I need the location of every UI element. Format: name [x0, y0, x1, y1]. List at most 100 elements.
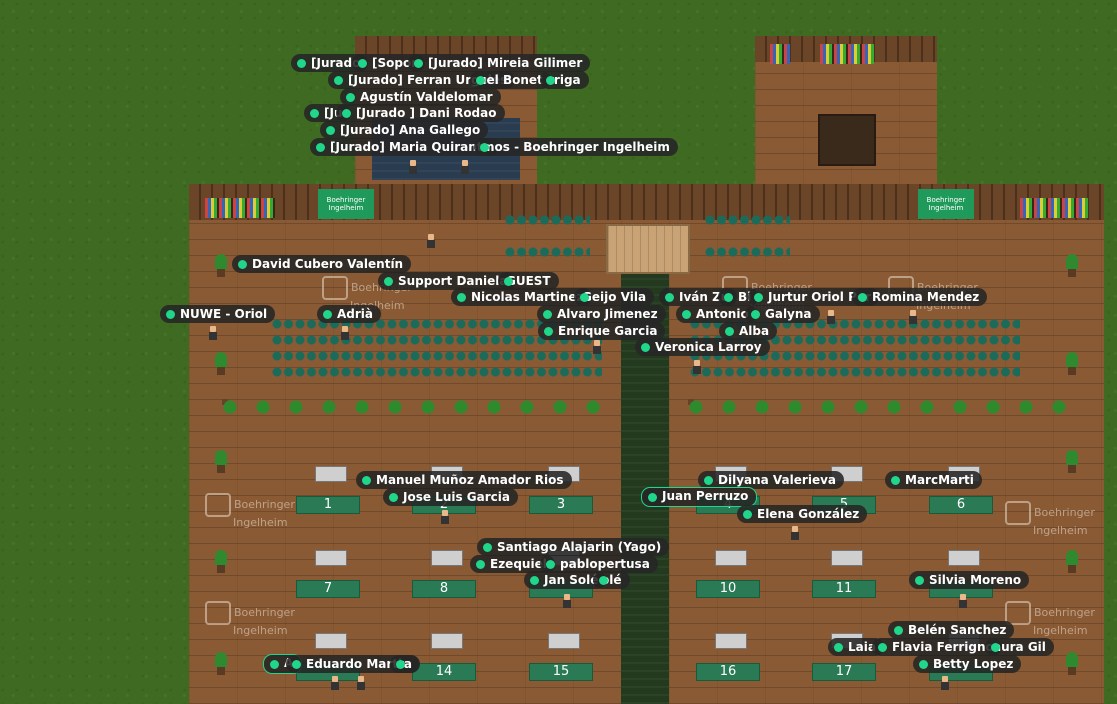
player-name-tag[interactable]: Eduardo Martin: [286, 655, 419, 673]
player-name-tag[interactable]: Laia: [828, 638, 884, 656]
player-name-tag[interactable]: [Jurado] Ana Gallego: [320, 121, 489, 139]
player-name-tag[interactable]: Jan Solé: [524, 571, 607, 589]
player-avatar[interactable]: [426, 234, 436, 248]
audience-seat-row: [272, 350, 602, 361]
table-16[interactable]: 16: [696, 663, 760, 681]
player-name-tag[interactable]: Support Daniela: [378, 272, 516, 290]
player-name-tag[interactable]: [Sopor: [352, 54, 426, 72]
front-seat-row: [705, 246, 790, 257]
stage: [606, 224, 690, 274]
player-name-tag[interactable]: [Jurado ] Dani Rodao: [336, 104, 505, 122]
player-avatar[interactable]: [460, 160, 470, 174]
computer-desk: [431, 633, 463, 649]
computer-desk: [948, 550, 980, 566]
player-avatar[interactable]: [826, 310, 836, 324]
player-avatar[interactable]: [330, 676, 340, 690]
player-avatar[interactable]: [592, 340, 602, 354]
player-name-tag[interactable]: uel Bonet: [470, 71, 551, 89]
potted-plant: [1065, 254, 1079, 278]
player-name-tag[interactable]: Elena González: [737, 505, 868, 523]
player-name-tag[interactable]: Silvia Moreno: [909, 571, 1030, 589]
player-name-tag[interactable]: pablopertusa: [540, 555, 658, 573]
player-avatar[interactable]: [790, 526, 800, 540]
player-avatar[interactable]: [908, 310, 918, 324]
table-8[interactable]: 8: [412, 580, 476, 598]
potted-plant: [1065, 450, 1079, 474]
front-seat-row: [705, 214, 790, 225]
table-15[interactable]: 15: [529, 663, 593, 681]
player-avatar[interactable]: [958, 594, 968, 608]
table-17[interactable]: 17: [812, 663, 876, 681]
guest-badge: GUEST: [498, 272, 559, 290]
player-name-tag[interactable]: David Cubero Valentín: [232, 255, 412, 273]
player-name-tag[interactable]: Romina Mendez: [852, 288, 988, 306]
player-name-tag[interactable]: Agustín Valdelomar: [340, 88, 501, 106]
player-name-tag[interactable]: Geijo Vila: [574, 288, 655, 306]
audience-seat-row: [690, 318, 1020, 329]
player-name-tag[interactable]: Dilyana Valerieva: [698, 471, 844, 489]
player-name-tag[interactable]: Nicolas Martinez: [451, 288, 592, 306]
audience-seat-row: [690, 334, 1020, 345]
player-name-tag[interactable]: mos - Boehringer Ingelheim: [474, 138, 678, 156]
plant-row: [222, 399, 607, 421]
player-name-tag[interactable]: Galyna: [745, 305, 820, 323]
boehringer-logo-icon: [322, 276, 348, 300]
table-3[interactable]: 3: [529, 496, 593, 514]
table-1[interactable]: 1: [296, 496, 360, 514]
player-name-tag[interactable]: [Jurado] Ferran Urgelés: [328, 71, 516, 89]
player-name-tag[interactable]: Manuel Muñoz Amador Rios: [356, 471, 572, 489]
player-name-tag[interactable]: Adrià: [317, 305, 382, 323]
potted-plant: [214, 254, 228, 278]
player-name-tag[interactable]: Iván Zu: [659, 288, 738, 306]
table-14[interactable]: 14: [412, 663, 476, 681]
player-avatar[interactable]: [562, 594, 572, 608]
bookshelf: [1020, 198, 1088, 218]
player-avatar[interactable]: [408, 160, 418, 174]
player-avatar[interactable]: [340, 326, 350, 340]
potted-plant: [1065, 652, 1079, 676]
player-name-tag-selected[interactable]: Juan Perruzo: [641, 487, 758, 507]
player-avatar[interactable]: [356, 676, 366, 690]
player-name-tag[interactable]: [Jurado] Maria Quirante: [310, 138, 499, 156]
player-name-tag[interactable]: olé: [593, 571, 630, 589]
player-name-tag[interactable]: Betty Lopez: [913, 655, 1022, 673]
table-11[interactable]: 11: [812, 580, 876, 598]
player-name-tag[interactable]: [Jurado] Mireia Gilimer: [408, 54, 591, 72]
table-7[interactable]: 7: [296, 580, 360, 598]
player-name-tag[interactable]: Antonio: [676, 305, 757, 323]
player-name-tag[interactable]: Enrique Garcia: [538, 322, 666, 340]
player-name-tag[interactable]: Flavia Ferrigno: [872, 638, 1002, 656]
audience-seat-row: [272, 334, 602, 345]
player-name-tag[interactable]: [Jurado: [291, 54, 369, 72]
player-avatar[interactable]: [692, 360, 702, 374]
player-name-tag[interactable]: ra: [390, 655, 421, 673]
boehringer-logo-icon: [205, 601, 231, 625]
player-name-tag[interactable]: rriga: [540, 71, 589, 89]
computer-desk: [315, 633, 347, 649]
player-avatar[interactable]: [440, 510, 450, 524]
player-name-tag[interactable]: Jose Luis Garcia: [383, 488, 518, 506]
player-avatar[interactable]: [940, 676, 950, 690]
player-name-tag[interactable]: Veronica Larroy: [635, 338, 770, 356]
front-seat-row: [505, 214, 590, 225]
audience-seat-row: [690, 350, 1020, 361]
table-6[interactable]: 6: [929, 496, 993, 514]
potted-plant: [214, 450, 228, 474]
player-name-tag[interactable]: Jurtur Oriol Por: [748, 288, 880, 306]
computer-desk: [715, 550, 747, 566]
table-10[interactable]: 10: [696, 580, 760, 598]
player-name-tag[interactable]: MarcMarti: [885, 471, 982, 489]
player-name-tag[interactable]: aura Gil: [985, 638, 1054, 656]
player-name-tag[interactable]: Ezequiel: [470, 555, 555, 573]
player-name-tag[interactable]: NUWE - Oriol: [160, 305, 276, 323]
player-name-tag[interactable]: Santiago Alajarin (Yago): [477, 538, 670, 556]
conference-table: [818, 114, 876, 166]
player-name-tag[interactable]: Alvaro Jimenez: [537, 305, 666, 323]
player-avatar[interactable]: [208, 326, 218, 340]
player-name-tag[interactable]: Alba: [719, 322, 778, 340]
player-name-tag[interactable]: Belén Sanchez: [888, 621, 1015, 639]
computer-desk: [831, 550, 863, 566]
